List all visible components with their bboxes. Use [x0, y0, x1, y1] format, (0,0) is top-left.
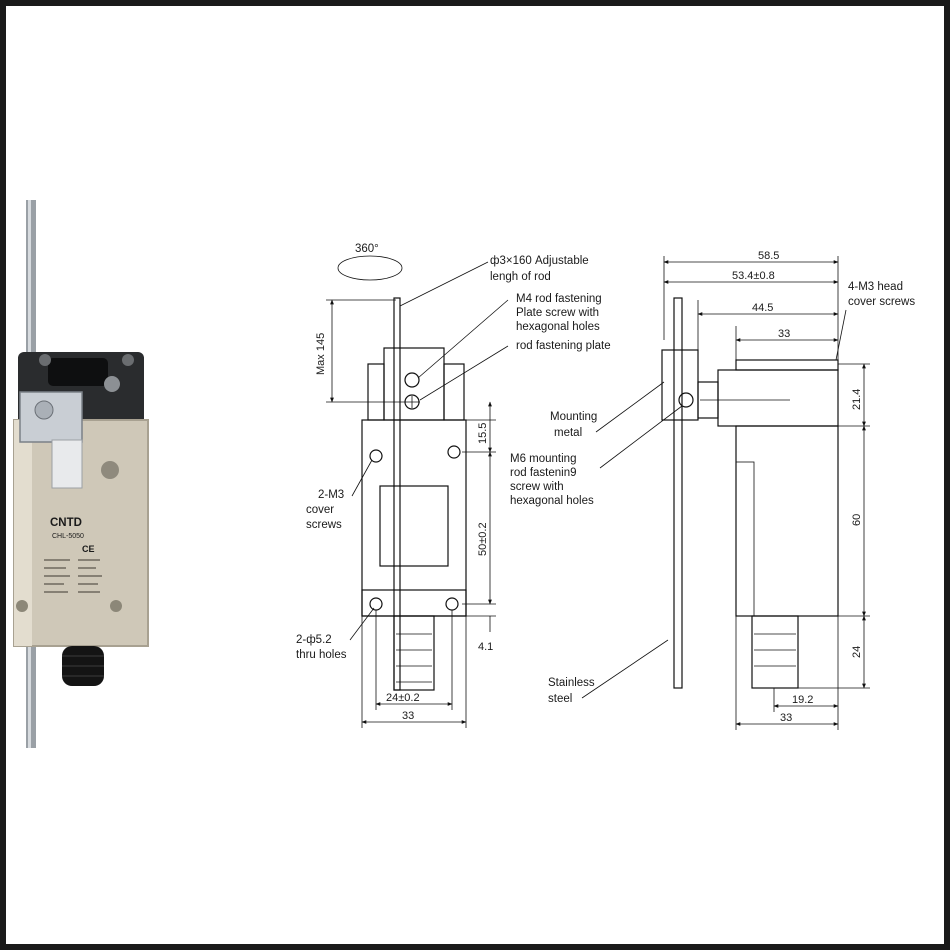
front-plunger — [393, 615, 435, 691]
dim-19-2: 19.2 — [792, 694, 813, 706]
head-note-1: 4-M3 head — [848, 281, 903, 293]
m6-note-1: M6 mounting — [510, 453, 576, 465]
m6-note-4: hexagonal holes — [510, 495, 594, 507]
steel-note-2: steel — [548, 693, 572, 705]
dim-21-4: 21.4 — [851, 389, 863, 410]
plate-note: rod fastening plate — [516, 340, 611, 352]
image-frame: CNTD CHL-5050 CE 360° Max 145 — [6, 6, 944, 944]
ce-mark: CE — [82, 544, 95, 554]
cover-note-3: screws — [306, 519, 342, 531]
m6-note-2: rod fastenin9 — [510, 467, 577, 479]
rotation-arrow — [337, 255, 403, 281]
side-view: 58.5 53.4±0.8 44.5 33 4-M3 head cover sc… — [510, 250, 915, 730]
rod-fastening-plate-photo — [19, 391, 83, 443]
side-plunger — [751, 615, 799, 689]
dim-50: 50±0.2 — [477, 522, 489, 556]
dim-53-4: 53.4±0.8 — [732, 270, 775, 282]
dim-33-bottom: 33 — [780, 712, 792, 724]
screw-note-1: M4 rod fastening — [516, 293, 602, 305]
thru-note-2: thru holes — [296, 649, 347, 661]
mount-note-2: metal — [554, 427, 582, 439]
dim-24-side: 24 — [851, 646, 863, 658]
product-photo: CNTD CHL-5050 CE — [13, 200, 149, 748]
dim-4-1: 4.1 — [478, 641, 493, 653]
cover-note-2: cover — [306, 504, 334, 516]
dim-15-5: 15.5 — [477, 423, 489, 444]
front-rod — [393, 297, 401, 691]
screw-note-2: Plate screw with — [516, 307, 599, 319]
steel-note-1: Stainless — [548, 677, 595, 689]
dim-58-5: 58.5 — [758, 250, 779, 262]
dim-33-front: 33 — [402, 710, 414, 722]
cover-note-1: 2-M3 — [318, 489, 344, 501]
dim-24-front: 24±0.2 — [386, 692, 420, 704]
head-note-2: cover screws — [848, 296, 915, 308]
rod-note-2: lengh of rod — [490, 271, 551, 283]
side-body — [735, 425, 839, 617]
rotation-label: 360° — [355, 243, 379, 255]
front-body — [361, 419, 467, 617]
dim-33-top: 33 — [778, 328, 790, 340]
side-head — [717, 369, 839, 427]
limit-switch-diagram: CNTD CHL-5050 CE 360° Max 145 — [13, 200, 915, 748]
brand-label: CNTD — [50, 517, 82, 529]
m6-note-3: screw with — [510, 481, 564, 493]
dim-44-5: 44.5 — [752, 302, 773, 314]
front-view: 360° Max 145 ф3×160 Adjustable l — [296, 243, 611, 728]
side-mounting-metal — [661, 349, 699, 421]
front-window — [379, 485, 449, 567]
side-rod — [673, 297, 683, 689]
mount-note-1: Mounting — [550, 411, 597, 423]
model-label: CHL-5050 — [52, 533, 84, 540]
thru-note-1: 2-ф5.2 — [296, 634, 332, 646]
screw-note-3: hexagonal holes — [516, 321, 600, 333]
max-height-label: Max 145 — [315, 333, 327, 375]
rod-note-1: ф3×160 Adjustable — [490, 255, 589, 267]
dim-60: 60 — [851, 514, 863, 526]
